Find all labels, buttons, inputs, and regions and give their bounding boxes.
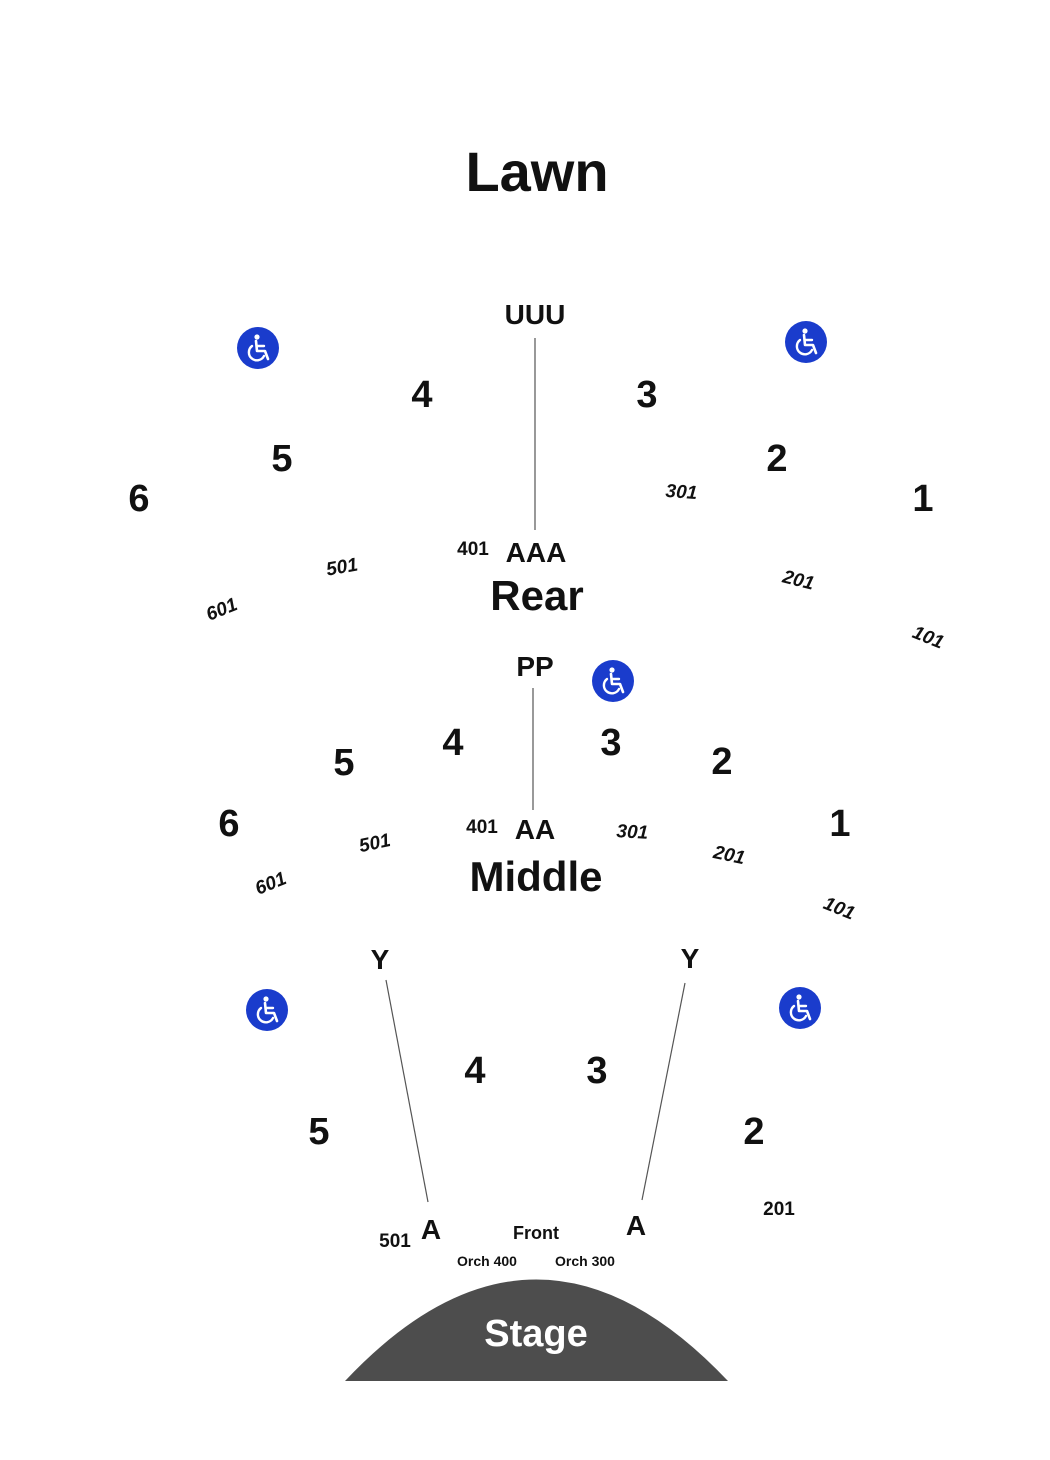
rear-name[interactable]: Rear [490, 572, 583, 619]
middle-section-4[interactable]: 4 [442, 722, 463, 764]
rear-seat-501: 501 [325, 554, 360, 580]
rear-seat-401: 401 [457, 539, 489, 560]
rear-row-front: AAA [506, 537, 567, 568]
middle-seat-401: 401 [466, 817, 498, 838]
rear-section-2[interactable]: 2 [766, 438, 787, 480]
middle-name[interactable]: Middle [470, 853, 603, 900]
front-section-5[interactable]: 5 [308, 1111, 329, 1153]
front-aisle-right [641, 982, 686, 1201]
stage-label: Stage [484, 1313, 587, 1355]
front-section-4[interactable]: 4 [464, 1050, 485, 1092]
front-row-back-right: Y [681, 943, 700, 974]
front-seat-201: 201 [763, 1199, 795, 1220]
middle-section-1[interactable]: 1 [829, 803, 850, 845]
rear-section-4[interactable]: 4 [411, 374, 432, 416]
middle-seat-201: 201 [710, 842, 746, 869]
middle-area: PP AA Middle 4 3 5 2 6 1 401 301 501 201… [218, 651, 857, 925]
rear-seat-101: 101 [909, 622, 946, 653]
wheelchair-icon [244, 987, 290, 1033]
front-row-front-right: A [626, 1210, 646, 1241]
front-seat-501: 501 [379, 1231, 411, 1252]
middle-seat-101: 101 [820, 893, 857, 924]
front-name[interactable]: Front [513, 1223, 559, 1243]
middle-section-3[interactable]: 3 [600, 722, 621, 764]
middle-section-2[interactable]: 2 [711, 741, 732, 783]
rear-area: UUU AAA Rear 4 3 5 2 6 1 301 401 501 601… [128, 299, 946, 654]
front-row-front-left: A [421, 1214, 441, 1245]
wheelchair-icon [783, 319, 829, 365]
front-section-2[interactable]: 2 [743, 1111, 764, 1153]
front-section-3[interactable]: 3 [586, 1050, 607, 1092]
rear-section-1[interactable]: 1 [912, 478, 933, 520]
middle-section-5[interactable]: 5 [333, 742, 354, 784]
rear-section-3[interactable]: 3 [636, 374, 657, 416]
rear-section-6[interactable]: 6 [128, 478, 149, 520]
middle-row-front: AA [515, 814, 555, 845]
orch-300-label[interactable]: Orch 300 [555, 1253, 615, 1269]
front-area: Y Y A A 4 3 5 2 201 501 Front Orch 400 O… [308, 943, 795, 1269]
rear-row-back: UUU [505, 299, 566, 330]
orch-400-label[interactable]: Orch 400 [457, 1253, 517, 1269]
stage-shape [345, 1279, 728, 1381]
wheelchair-icon [590, 658, 636, 704]
rear-seat-201: 201 [779, 566, 816, 594]
middle-seat-501: 501 [357, 830, 392, 857]
rear-seat-301: 301 [665, 481, 698, 504]
rear-seat-601: 601 [203, 594, 240, 625]
middle-seat-301: 301 [616, 821, 649, 844]
middle-row-back: PP [516, 651, 553, 682]
middle-section-6[interactable]: 6 [218, 803, 239, 845]
stage: Stage [345, 1279, 728, 1381]
wheelchair-icon [777, 985, 823, 1031]
middle-seat-601: 601 [252, 868, 289, 899]
front-row-back-left: Y [371, 944, 390, 975]
wheelchair-icon [235, 325, 281, 371]
rear-section-5[interactable]: 5 [271, 438, 292, 480]
front-aisle-left [385, 979, 429, 1203]
lawn-title: Lawn [465, 140, 608, 203]
